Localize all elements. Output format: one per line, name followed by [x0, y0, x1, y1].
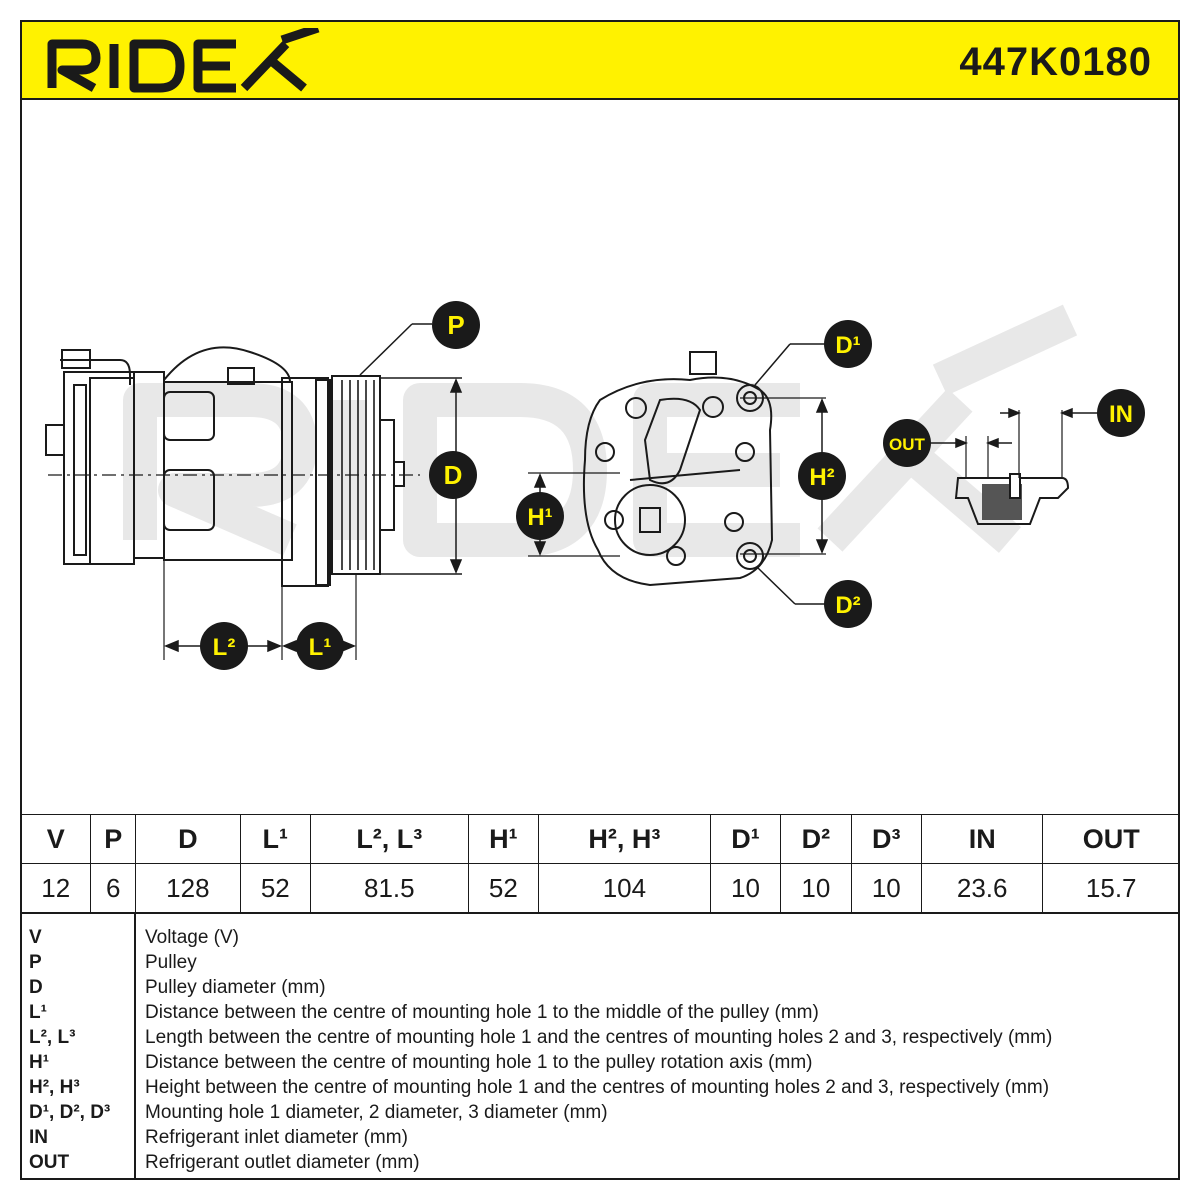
legend-row: D¹, D², D³ Mounting hole 1 diameter, 2 d… — [20, 1100, 1180, 1125]
spec-value-cell: 12 — [19, 863, 92, 913]
legend-key: H¹ — [29, 1052, 50, 1073]
legend: V Voltage (V) P Pulley D Pulley diameter… — [20, 912, 1180, 1180]
svg-text:D²: D² — [835, 592, 860, 619]
spec-value-cell: 23.6 — [920, 863, 1044, 913]
legend-key: L¹ — [29, 1002, 47, 1023]
svg-text:OUT: OUT — [889, 435, 926, 454]
legend-desc: Pulley diameter (mm) — [145, 977, 326, 998]
svg-text:L¹: L¹ — [309, 634, 332, 661]
callout-h2: H² — [798, 452, 846, 500]
compressor-front-view — [528, 351, 826, 587]
svg-text:D: D — [444, 460, 463, 490]
spec-header-cell: V — [19, 814, 92, 864]
legend-row: H², H³ Height between the centre of moun… — [20, 1075, 1180, 1100]
legend-desc: Height between the centre of mounting ho… — [145, 1077, 1050, 1098]
legend-row: L², L³ Length between the centre of moun… — [20, 1025, 1180, 1050]
spec-header-cell: P — [90, 814, 137, 864]
legend-key: IN — [29, 1127, 48, 1148]
ridex-logo — [47, 28, 320, 93]
spec-value-cell: 10 — [780, 863, 852, 913]
fitting-detail — [954, 410, 1070, 525]
spec-header-cell: H², H³ — [538, 814, 711, 864]
legend-key: H², H³ — [29, 1077, 80, 1098]
svg-text:D¹: D¹ — [835, 332, 860, 359]
spec-value-cell: 81.5 — [310, 863, 469, 913]
legend-row: H¹ Distance between the centre of mounti… — [20, 1050, 1180, 1075]
callout-d1: D¹ — [824, 320, 872, 368]
legend-row: L¹ Distance between the centre of mounti… — [20, 1000, 1180, 1025]
callout-out: OUT — [883, 419, 931, 467]
spec-header-cell: L¹ — [239, 814, 312, 864]
callout-in: IN — [1097, 389, 1145, 437]
spec-header-cell: D¹ — [709, 814, 782, 864]
spec-header-cell: H¹ — [467, 814, 540, 864]
callout-d: D — [429, 451, 477, 499]
legend-key: L², L³ — [29, 1027, 76, 1048]
svg-text:H¹: H¹ — [527, 504, 552, 531]
legend-key: D — [29, 977, 43, 998]
legend-desc: Mounting hole 1 diameter, 2 diameter, 3 … — [145, 1102, 608, 1123]
spec-value-cell: 52 — [467, 863, 540, 913]
spec-value-cell: 10 — [850, 863, 922, 913]
legend-row: OUT Refrigerant outlet diameter (mm) — [20, 1150, 1180, 1175]
callout-h1: H¹ — [516, 492, 564, 540]
spec-header-row: V P D L¹ L², L³ H¹ H², H³ D¹ D² D³ IN OU… — [19, 814, 1180, 864]
svg-text:IN: IN — [1109, 401, 1133, 428]
legend-key: D¹, D², D³ — [29, 1102, 111, 1123]
header-bar: 447K0180 — [20, 20, 1180, 100]
spec-header-cell: D³ — [850, 814, 922, 864]
spec-header-cell: D² — [780, 814, 852, 864]
legend-desc: Voltage (V) — [145, 927, 239, 948]
spec-value-cell: 6 — [90, 863, 137, 913]
legend-desc: Length between the centre of mounting ho… — [145, 1027, 1053, 1048]
technical-drawing: P D L² L¹ H¹ H² D¹ D² IN OUT — [45, 301, 1145, 670]
callout-l2: L² — [200, 622, 248, 670]
spec-value-cell: 15.7 — [1042, 863, 1180, 913]
spec-header-cell: IN — [920, 814, 1044, 864]
legend-desc: Distance between the centre of mounting … — [145, 1052, 813, 1073]
spec-value-cell: 104 — [538, 863, 711, 913]
spec-value-row: 12 6 128 52 81.5 52 104 10 10 10 23.6 15… — [19, 863, 1180, 913]
legend-desc: Pulley — [145, 952, 197, 973]
legend-desc: Distance between the centre of mounting … — [145, 1002, 819, 1023]
legend-row: P Pulley — [20, 950, 1180, 975]
legend-row: IN Refrigerant inlet diameter (mm) — [20, 1125, 1180, 1150]
part-number: 447K0180 — [959, 40, 1152, 84]
spec-value-cell: 52 — [239, 863, 312, 913]
dimension-in-out — [930, 407, 1098, 449]
spec-header-cell: OUT — [1042, 814, 1180, 864]
legend-key: P — [29, 952, 42, 973]
legend-divider — [134, 914, 136, 1180]
legend-row: D Pulley diameter (mm) — [20, 975, 1180, 1000]
svg-text:H²: H² — [809, 464, 834, 491]
svg-text:P: P — [447, 310, 464, 340]
legend-desc: Refrigerant inlet diameter (mm) — [145, 1127, 408, 1148]
compressor-side-view — [45, 346, 420, 660]
legend-desc: Refrigerant outlet diameter (mm) — [145, 1152, 420, 1173]
callout-d2: D² — [824, 580, 872, 628]
callout-l1: L¹ — [296, 622, 344, 670]
spec-value-cell: 128 — [135, 863, 241, 913]
svg-text:L²: L² — [213, 634, 236, 661]
watermark-logo — [123, 304, 1078, 557]
callout-p: P — [432, 301, 480, 349]
spec-header-cell: L², L³ — [310, 814, 469, 864]
front-connector — [689, 351, 717, 375]
spec-value-cell: 10 — [709, 863, 782, 913]
legend-key: OUT — [29, 1152, 70, 1173]
legend-row: V Voltage (V) — [20, 925, 1180, 950]
spec-table: V P D L¹ L², L³ H¹ H², H³ D¹ D² D³ IN OU… — [19, 814, 1180, 913]
spec-header-cell: D — [135, 814, 241, 864]
legend-key: V — [29, 927, 42, 948]
